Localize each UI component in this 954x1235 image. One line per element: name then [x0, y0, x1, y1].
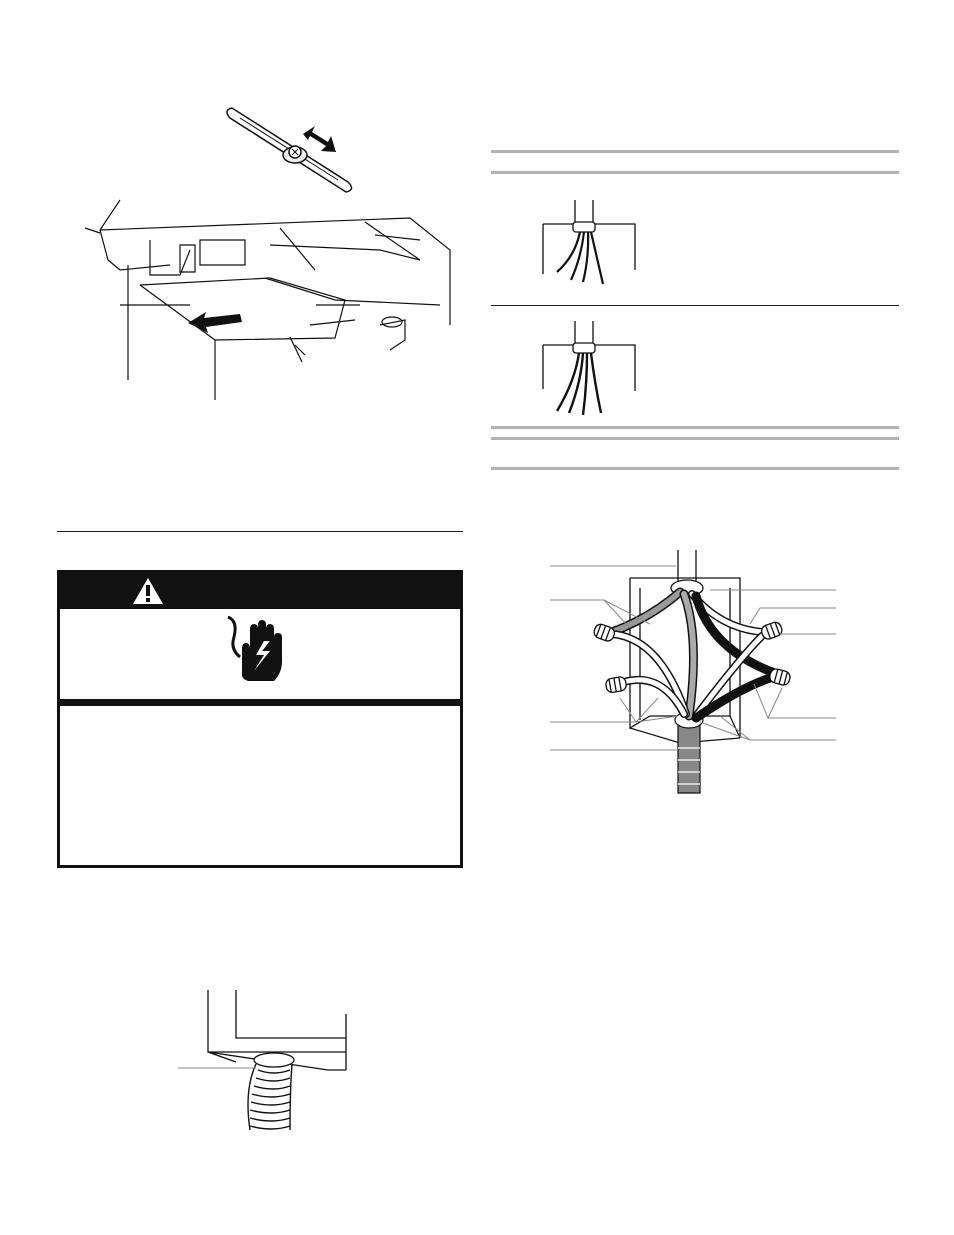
junction-box-wiring-icon — [550, 550, 836, 794]
wire-nuts — [593, 621, 791, 694]
figure-junction-box-wiring — [550, 548, 840, 794]
callout-leaders — [550, 565, 836, 751]
section-rule — [491, 467, 899, 470]
electrical-shock-hand-icon — [227, 615, 282, 681]
warning-triangle-icon — [133, 578, 163, 604]
table-bottom-rule-2 — [491, 437, 899, 440]
double-arrow-icon — [303, 126, 336, 152]
section-rule-left — [57, 531, 463, 532]
figure-conduit-connector — [178, 990, 358, 1132]
figure-cable-3-wire — [535, 196, 645, 292]
cable-3-wire-icon — [542, 200, 636, 285]
table-top-rule — [491, 150, 899, 153]
warning-header — [60, 573, 460, 609]
table-header-rule — [491, 171, 899, 174]
warning-divider — [60, 699, 460, 706]
table-row-divider — [491, 305, 899, 306]
slide-arrow-icon — [188, 312, 242, 333]
range-underside-drawing — [84, 107, 451, 400]
warning-box — [57, 570, 463, 868]
table-bottom-rule-1 — [491, 426, 899, 429]
conduit-connector-icon — [178, 990, 347, 1131]
figure-range-underside — [80, 100, 470, 400]
figure-cable-4-wire — [535, 319, 645, 417]
bolt-bracket-icon — [226, 107, 353, 193]
cable-4-wire-icon — [542, 321, 636, 416]
